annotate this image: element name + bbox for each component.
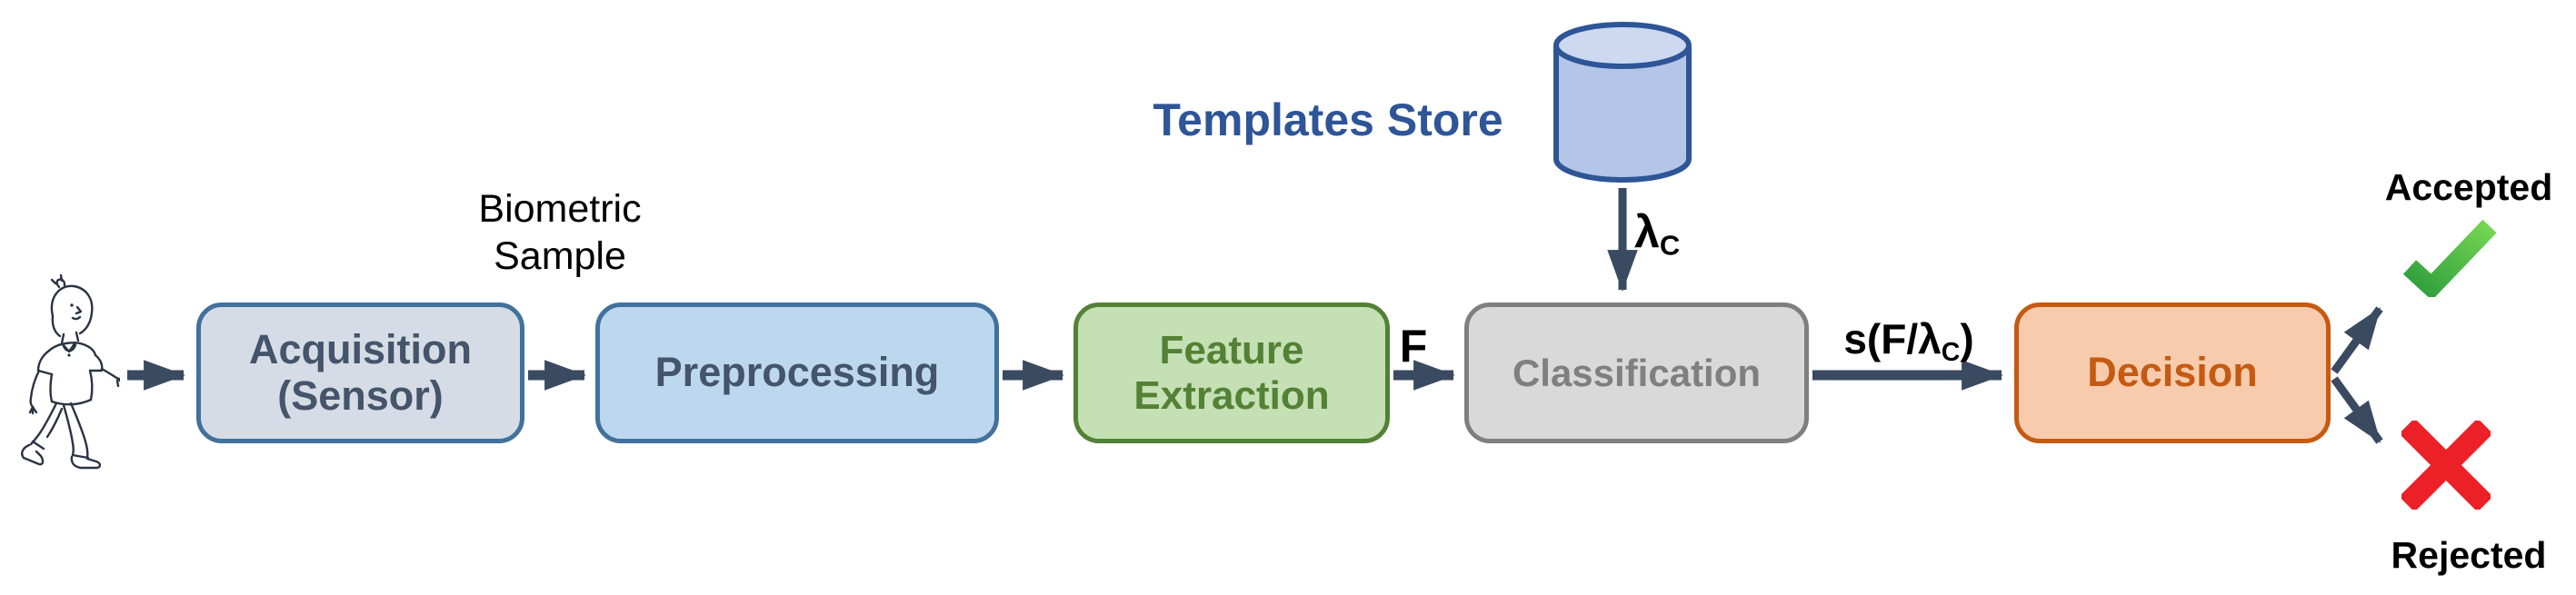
lambda-c-label: λC [1634, 206, 1681, 262]
feature-vector-label: F [1399, 321, 1428, 372]
arrow-decision-to-accepted [2331, 306, 2383, 374]
node-classification: Classification [1464, 302, 1809, 443]
node-decision: Decision [2014, 302, 2331, 443]
accepted-label: Accepted [2384, 166, 2553, 208]
node-feature-label-line2: Extraction [1133, 372, 1330, 418]
match-score-label: s(F/λC) [1843, 315, 1974, 367]
templates-store-label: Templates Store [1153, 94, 1503, 145]
accepted-check-icon [2402, 219, 2497, 297]
node-feature-extraction: Feature Extraction [1073, 302, 1390, 443]
biometric-sample-label: Biometric Sample [478, 187, 642, 278]
templates-store-database-icon [1553, 22, 1692, 183]
node-acquisition: Acquisition (Sensor) [196, 302, 524, 443]
node-feature-label-line1: Feature [1159, 328, 1304, 373]
node-acquisition-label-line2: (Sensor) [277, 372, 444, 419]
node-classification-label: Classification [1512, 351, 1762, 394]
walking-person-icon [21, 273, 120, 470]
node-preprocessing-label: Preprocessing [654, 349, 940, 396]
node-acquisition-label-line1: Acquisition [249, 326, 472, 373]
rejected-cross-icon [2401, 421, 2491, 510]
arrow-decision-to-rejected [2331, 376, 2383, 444]
node-decision-label: Decision [2087, 349, 2258, 396]
node-preprocessing: Preprocessing [595, 302, 999, 443]
rejected-label: Rejected [2391, 534, 2547, 576]
